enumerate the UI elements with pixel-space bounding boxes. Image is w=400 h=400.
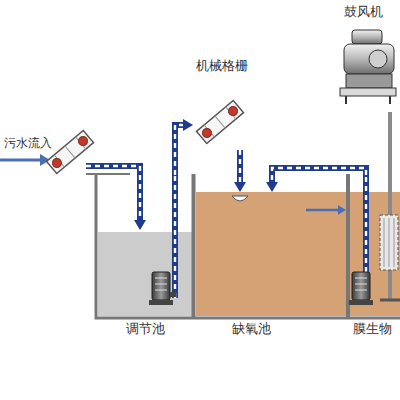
pipe-dash — [239, 150, 241, 184]
pipe-line — [175, 125, 185, 175]
equipment-box: 鼓风机 — [328, 4, 398, 112]
flow-label: 污水流入 — [4, 135, 52, 152]
pipe — [86, 166, 140, 222]
pipe-line — [237, 150, 243, 184]
diffuser — [380, 299, 400, 302]
blower — [340, 30, 396, 104]
pipe — [174, 175, 176, 298]
tank-box: 调节池 — [100, 175, 190, 343]
node-label: 膜生物 — [353, 321, 392, 337]
tank-box: 缺氧池 — [196, 192, 306, 343]
arrow-head — [338, 205, 346, 215]
node-label: 缺氧池 — [232, 321, 271, 337]
inflow-arrow — [0, 159, 42, 162]
pipe — [172, 175, 178, 298]
water — [350, 192, 400, 316]
outlet — [232, 196, 248, 201]
membrane-module — [380, 215, 398, 270]
pipe-dash — [175, 125, 185, 175]
pipe-line — [388, 112, 392, 175]
tank-box: 膜生物 — [346, 175, 398, 343]
arrow-head — [266, 182, 278, 192]
node-label: 鼓风机 — [344, 4, 383, 20]
arrow-head — [183, 119, 193, 131]
pipe-connector — [234, 150, 246, 192]
tank-wall — [346, 174, 350, 318]
tank-ledge — [86, 173, 130, 175]
pump — [349, 272, 373, 305]
pipe-dash — [272, 168, 366, 184]
node-label: 调节池 — [126, 321, 165, 337]
pipe-connector — [306, 205, 346, 215]
pipe — [86, 166, 140, 222]
arrow-head — [234, 182, 246, 192]
water — [196, 192, 347, 316]
screen-grating — [196, 100, 243, 143]
pipe-connector — [390, 112, 391, 175]
pipe-connector — [175, 119, 193, 175]
tank-wall — [192, 174, 196, 318]
pump — [149, 272, 176, 305]
pipe-connector — [266, 168, 366, 192]
arrow-head — [134, 220, 146, 230]
pipe-line — [306, 209, 340, 212]
pipe-line — [272, 168, 366, 184]
node-label: 机械格栅 — [196, 58, 248, 74]
equipment-box: 机械格栅 — [193, 58, 251, 150]
